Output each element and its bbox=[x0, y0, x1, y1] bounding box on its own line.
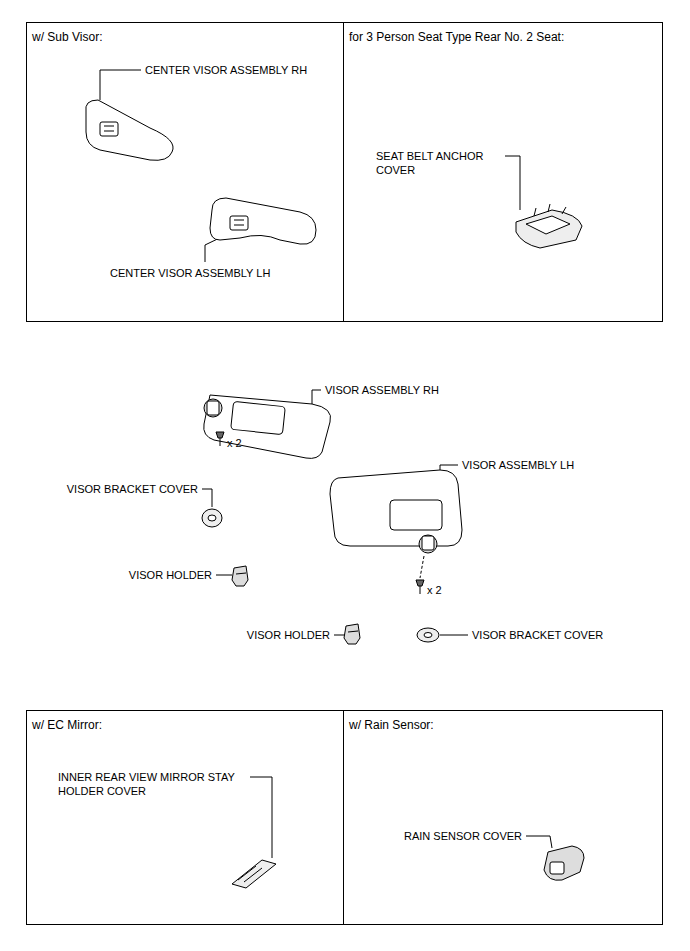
section-heading: w/ Sub Visor: bbox=[27, 23, 343, 51]
section-panel: w/ Rain Sensor: bbox=[343, 710, 663, 925]
section-panel: w/ EC Mirror: bbox=[26, 710, 344, 925]
center-visor-lh bbox=[210, 198, 316, 244]
section-heading: for 3 Person Seat Type Rear No. 2 Seat: bbox=[344, 23, 662, 51]
part-name: SEAT BELT ANCHOR COVER bbox=[376, 149, 501, 177]
section-heading: w/ EC Mirror: bbox=[27, 711, 343, 739]
mirror-stay-holder-cover bbox=[232, 860, 276, 888]
part-name: INNER REAR VIEW MIRROR STAY HOLDER COVER bbox=[58, 770, 243, 798]
part-name: CENTER VISOR ASSEMBLY LH bbox=[110, 266, 270, 280]
quantity-label: x 2 bbox=[427, 583, 442, 597]
part-name: VISOR ASSEMBLY RH bbox=[325, 383, 439, 397]
visor-lh bbox=[330, 470, 462, 594]
section-heading: w/ Rain Sensor: bbox=[344, 711, 662, 739]
visor-bracket-cover bbox=[202, 509, 439, 642]
quantity-label: x 2 bbox=[227, 436, 242, 450]
center-visor-rh bbox=[86, 100, 173, 160]
visor-holder bbox=[232, 566, 360, 644]
part-name: VISOR HOLDER bbox=[129, 568, 212, 582]
part-name: VISOR BRACKET COVER bbox=[472, 628, 603, 642]
seat-belt-anchor-cover bbox=[516, 204, 582, 248]
part-name: CENTER VISOR ASSEMBLY RH bbox=[145, 63, 307, 77]
visor-rh bbox=[204, 395, 331, 458]
part-name: VISOR ASSEMBLY LH bbox=[462, 458, 574, 472]
part-name: VISOR HOLDER bbox=[247, 628, 330, 642]
part-name: VISOR BRACKET COVER bbox=[67, 482, 198, 496]
part-name: RAIN SENSOR COVER bbox=[404, 829, 522, 843]
rain-sensor-cover bbox=[544, 846, 584, 880]
